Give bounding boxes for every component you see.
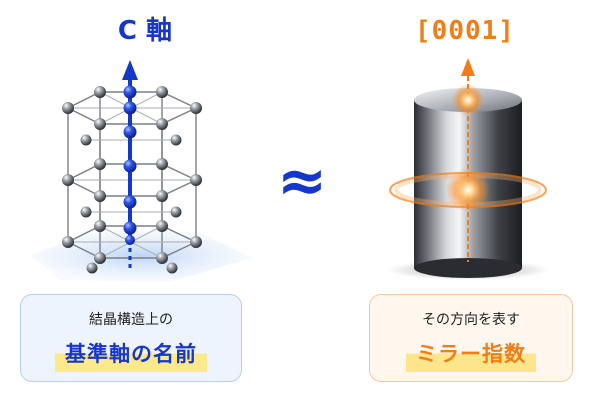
atom [156, 190, 168, 202]
atom [156, 86, 168, 98]
c-axis-arrow [122, 60, 138, 268]
lattice-atoms [62, 86, 202, 274]
axis-atom [123, 85, 137, 99]
atom [170, 134, 182, 146]
left-caption-card: 結晶構造上の 基準軸の名前 [20, 294, 242, 382]
atom [156, 158, 168, 170]
c-axis-title: C 軸 [117, 16, 173, 46]
atom [166, 262, 178, 274]
right-caption-top: その方向を表す [422, 312, 520, 328]
atom [62, 236, 74, 248]
axis-atom [123, 221, 137, 235]
atom [190, 236, 202, 248]
atom [156, 220, 168, 232]
miller-index-title: [0001] [415, 16, 515, 46]
atom [86, 262, 98, 274]
lattice-floor-plane [30, 230, 252, 282]
atom [156, 118, 168, 130]
axis-atom [123, 159, 137, 173]
atom [94, 252, 106, 264]
atom [170, 206, 182, 218]
atom [94, 86, 106, 98]
top-glow [452, 84, 484, 116]
axis-atom [123, 125, 137, 139]
left-caption-main: 基準軸の名前 [55, 338, 207, 372]
center-glow [446, 168, 490, 212]
left-caption-top: 結晶構造上の [89, 312, 173, 328]
right-caption-main: ミラー指数 [406, 338, 536, 372]
axis-atom [125, 235, 135, 245]
atom [94, 118, 106, 130]
atom [80, 134, 92, 146]
miller-axis-arrowhead [461, 58, 475, 76]
axis-atom [123, 101, 137, 115]
c-axis-arrowhead [122, 60, 138, 80]
axis-atom [123, 195, 137, 209]
atom [94, 190, 106, 202]
atom [62, 102, 74, 114]
atom [190, 174, 202, 186]
cylinder-bottom [414, 258, 522, 278]
right-caption-card: その方向を表す ミラー指数 [369, 294, 573, 382]
atom [190, 102, 202, 114]
crystal-cylinder [386, 58, 550, 280]
atom [62, 174, 74, 186]
atom [94, 220, 106, 232]
atom [156, 252, 168, 264]
atom [80, 206, 92, 218]
atom [94, 158, 106, 170]
approx-symbol: ≈ [276, 146, 328, 216]
hexagonal-lattice [30, 60, 252, 282]
